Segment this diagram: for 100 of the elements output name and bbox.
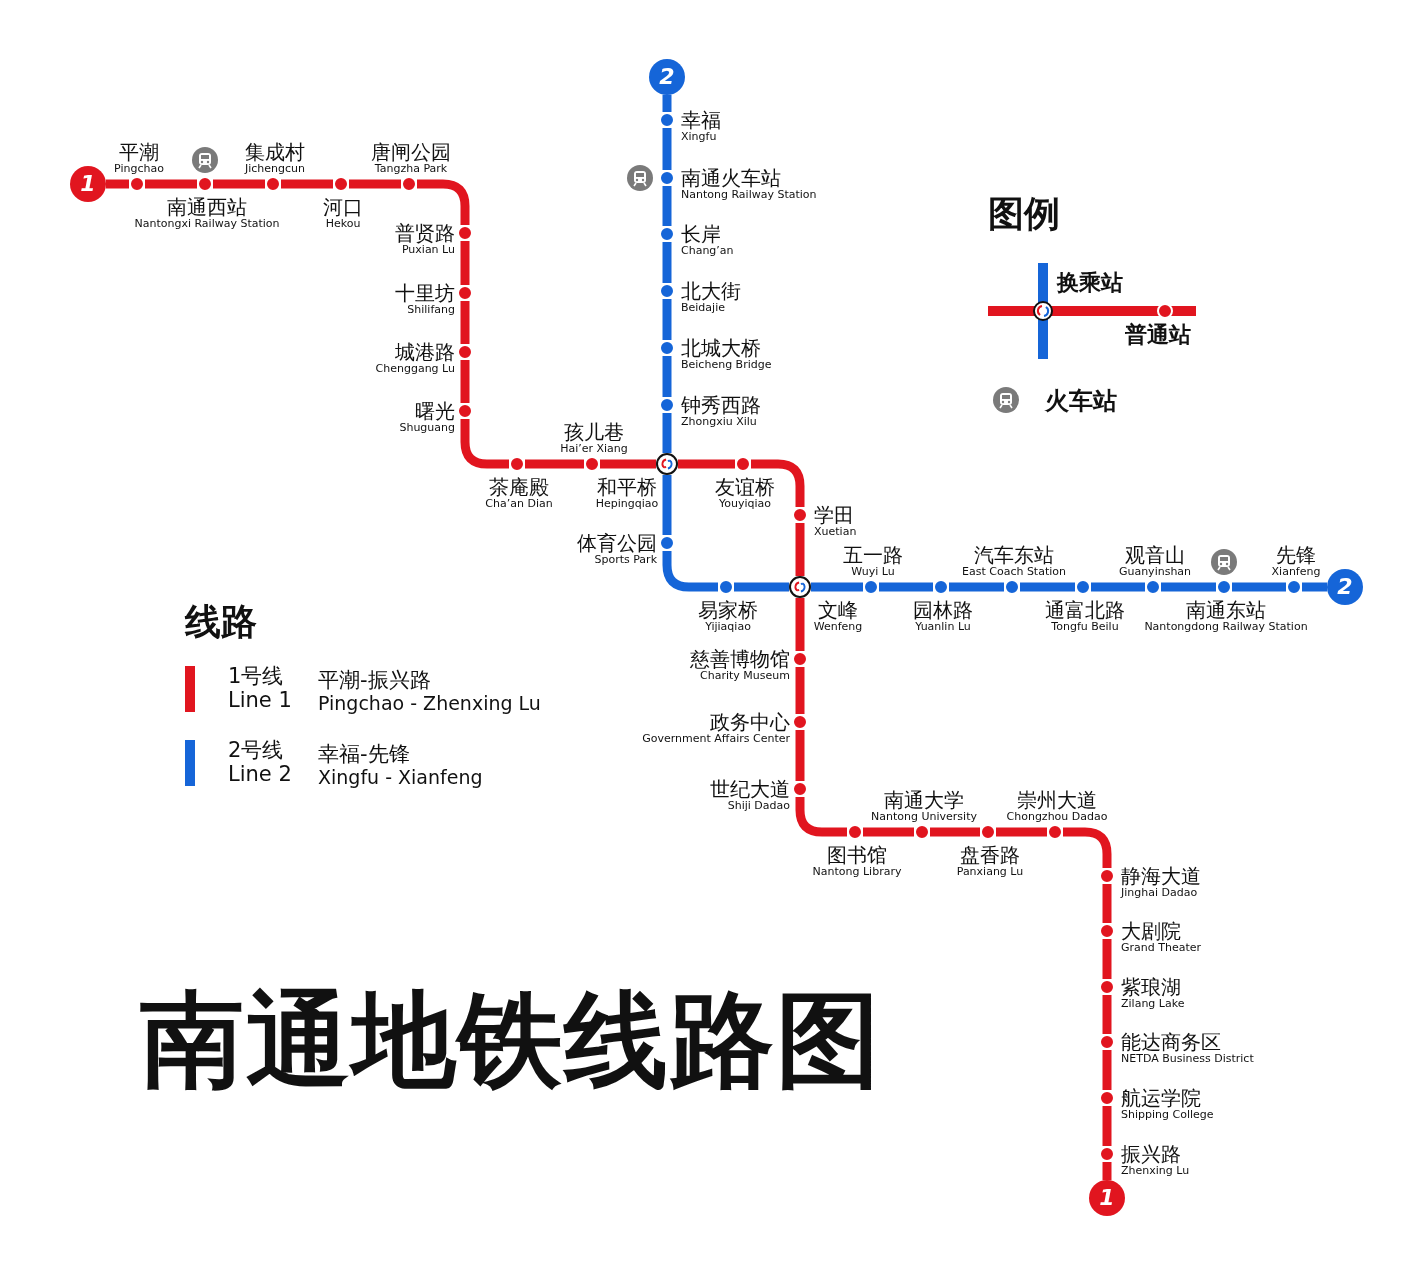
line-segment — [349, 179, 401, 189]
station-name-english: Beicheng Bridge — [681, 358, 772, 371]
station-name-english: Xuetian — [814, 525, 857, 538]
station-name: 大剧院 — [1121, 920, 1182, 942]
station-name-english: Chongzhou Dadao — [1006, 811, 1108, 823]
line-segment — [662, 551, 718, 592]
station-name-english: Cha’an Dian — [485, 498, 553, 510]
station-name: 世纪大道 — [710, 778, 790, 800]
station-name: 平潮 — [119, 142, 159, 164]
line-segment — [417, 179, 470, 225]
line-segment — [1020, 582, 1075, 592]
station-name-english: Beidajie — [681, 301, 725, 314]
station-name: 五一路 — [843, 545, 903, 567]
station-name-english: Jichengcun — [245, 163, 305, 175]
line-segment — [662, 128, 672, 170]
line-segment — [662, 186, 672, 226]
line-segment — [213, 179, 265, 189]
legend-heading: 线路 — [185, 600, 257, 644]
line-segment — [1102, 1106, 1112, 1146]
line-segment — [811, 582, 863, 592]
station-name-english: Tongfu Beilu — [1050, 621, 1120, 633]
station-name-english: Panxiang Lu — [956, 866, 1024, 878]
station-name: 学田 — [814, 504, 855, 526]
line-terminus-marker: 1 — [70, 166, 106, 202]
station-name: 河口 — [323, 197, 363, 218]
station-name-english: Shipping College — [1121, 1108, 1214, 1121]
station-name: 北大街 — [681, 280, 741, 302]
map-title: 南通地铁线路图 — [140, 978, 882, 1103]
line-segment — [662, 95, 672, 112]
line-segment — [1161, 582, 1216, 592]
station-name: 北城大桥 — [681, 337, 762, 359]
station-name-english: Pingchao — [114, 163, 164, 175]
station-name-english: Hepingqiao — [595, 498, 659, 510]
legend-label: 火车站 — [1045, 386, 1117, 417]
station-name-english: NETDA Business District — [1121, 1052, 1254, 1065]
line-segment — [1102, 1162, 1112, 1180]
station-name: 集成村 — [245, 142, 305, 164]
line-segment — [751, 459, 805, 507]
station-name-english: Zhongxiu Xilu — [681, 415, 757, 428]
line-segment — [145, 179, 197, 189]
station-name-english: Xingfu — [681, 130, 717, 143]
station-name: 紫琅湖 — [1121, 976, 1182, 998]
station-name: 慈善博物馆 — [690, 648, 790, 670]
line-segment — [460, 360, 470, 403]
station-name-english: Zhenxing Lu — [1121, 1164, 1190, 1177]
line-segment — [1232, 582, 1286, 592]
line-terminus-marker: 2 — [649, 59, 685, 95]
legend-route: 幸福-先锋 — [318, 741, 410, 768]
station-name-english: Guanyinshan — [1118, 566, 1192, 578]
station-name: 静海大道 — [1121, 865, 1201, 887]
line-segment — [460, 419, 509, 469]
line-segment — [281, 179, 333, 189]
line-segment — [795, 730, 805, 781]
line-segment — [662, 299, 672, 340]
station-name: 图书馆 — [826, 845, 888, 866]
line-terminus-marker: 1 — [1089, 1180, 1125, 1216]
station-name: 长岸 — [681, 223, 722, 245]
line-segment — [460, 241, 470, 285]
station-name: 盘香路 — [959, 845, 1021, 866]
line-segment — [106, 179, 129, 189]
station-name-english: Nantongdong Railway Station — [1144, 621, 1308, 633]
line-segment — [1063, 827, 1112, 868]
station-name-english: Shiji Dadao — [726, 799, 790, 812]
station-name-english: Tangzha Park — [373, 163, 449, 175]
legend-label: 1号线 Line 1 — [228, 664, 293, 712]
station-name-english: Puxian Lu — [401, 243, 455, 256]
station-name-english: Sports Park — [594, 553, 657, 566]
line-segment — [600, 459, 656, 469]
station-name-english: Xianfeng — [1271, 566, 1321, 578]
station-name: 幸福 — [681, 109, 721, 131]
line-segment — [678, 459, 735, 469]
station-name: 政务中心 — [709, 711, 790, 733]
line-segment — [930, 827, 980, 837]
station-name-english: Nantong Library — [812, 866, 902, 878]
station-name-english: Shuguang — [399, 421, 455, 434]
station-name: 茶庵殿 — [488, 477, 550, 498]
station-name-english: Shilifang — [407, 303, 455, 316]
station-name: 振兴路 — [1121, 1143, 1182, 1165]
line-segment — [662, 413, 672, 453]
legend-label: 普通站 — [1125, 321, 1191, 349]
line-segment — [1102, 1050, 1112, 1090]
line-segment — [996, 827, 1047, 837]
station-name: 曙光 — [414, 400, 455, 422]
station-name-english: Wuyi Lu — [850, 566, 896, 578]
legend-route: Pingchao - Zhenxing Lu — [318, 692, 541, 714]
line-segment — [879, 582, 933, 592]
legend-route: 平潮-振兴路 — [318, 667, 431, 694]
station-name-english: Charity Museum — [700, 669, 790, 682]
line-segment — [795, 797, 847, 837]
line-segment — [1302, 582, 1327, 592]
legend-route: Xingfu - Xianfeng — [318, 766, 483, 788]
line-segment — [1102, 939, 1112, 979]
legend-label: 换乘站 — [1057, 269, 1123, 297]
station-name: 体育公园 — [577, 532, 657, 554]
line-segment — [949, 582, 1004, 592]
station-name: 和平桥 — [596, 477, 658, 498]
station-name: 南通大学 — [884, 790, 964, 812]
station-name: 先锋 — [1276, 545, 1316, 567]
line-segment — [795, 667, 805, 714]
line-segment — [863, 827, 914, 837]
